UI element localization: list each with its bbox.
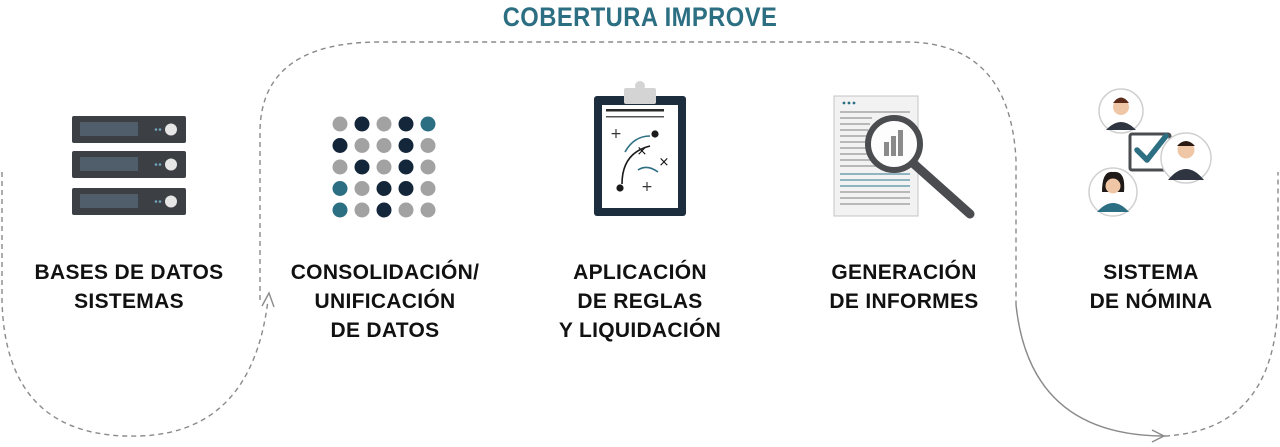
people-check-icon — [1088, 88, 1212, 217]
svg-text:+: + — [641, 179, 653, 195]
report-magnifier-icon — [833, 95, 975, 219]
svg-text:×: × — [637, 144, 648, 159]
svg-text:+: + — [610, 126, 622, 142]
server-icon — [72, 116, 186, 215]
clipboard-icon: + × × + — [594, 81, 686, 216]
svg-text:×: × — [659, 155, 670, 170]
diagram-title: COBERTURA IMPROVE — [502, 2, 778, 32]
dot-grid-icon — [332, 116, 436, 218]
